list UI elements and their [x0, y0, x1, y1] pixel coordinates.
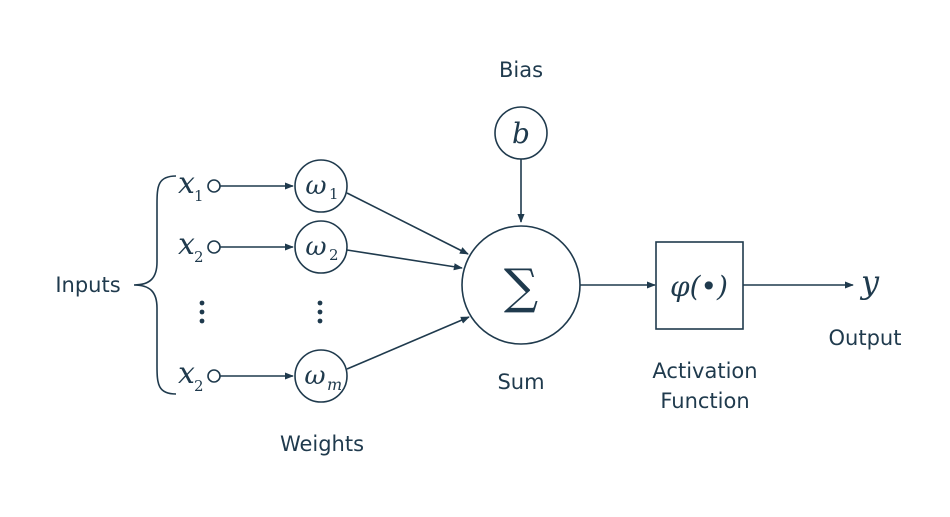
- weight-subscript: 1: [329, 185, 339, 203]
- activation-label-line1: Activation: [652, 359, 757, 383]
- input-subscript: 1: [194, 187, 204, 205]
- input-row-m: x 2: [178, 356, 294, 395]
- weight-to-sum-arrow-1: [346, 192, 469, 255]
- input-terminal: [207, 240, 221, 254]
- weight-var: ω: [305, 171, 326, 201]
- weight-to-sum-arrow-2: [346, 249, 463, 271]
- weights-label: Weights: [280, 432, 364, 456]
- inputs-brace: [133, 175, 177, 395]
- weight-var: ω: [304, 361, 325, 391]
- input-terminal: [207, 179, 221, 193]
- sum-label: Sum: [497, 370, 544, 394]
- input-var: x: [178, 166, 195, 201]
- bias-symbol: b: [512, 117, 530, 150]
- activation-box: [655, 241, 744, 330]
- weight-node-m: ω m: [294, 349, 348, 403]
- input-subscript: 2: [194, 248, 204, 266]
- inputs-label: Inputs: [55, 273, 120, 297]
- activation-label-line2: Function: [660, 389, 749, 413]
- input-row-1: x 1: [178, 166, 294, 205]
- input-subscript: 2: [194, 377, 204, 395]
- inputs-ellipsis: [199, 300, 205, 324]
- weight-node-1: ω 1: [294, 159, 348, 213]
- weight-node-2: ω 2: [294, 220, 348, 274]
- sum-symbol: ∑: [504, 259, 538, 315]
- input-row-2: x 2: [178, 227, 294, 266]
- output-label: Output: [829, 326, 902, 350]
- output-symbol: y: [859, 263, 880, 301]
- bias-label: Bias: [499, 58, 543, 82]
- input-terminal: [207, 369, 221, 383]
- activation-symbol: φ(•): [670, 270, 728, 303]
- weight-subscript: m: [327, 375, 342, 394]
- weight-subscript: 2: [329, 246, 339, 264]
- weights-ellipsis: [317, 300, 323, 324]
- weight-var: ω: [305, 232, 326, 262]
- input-var: x: [178, 227, 195, 262]
- weight-to-sum-arrow-m: [346, 316, 470, 370]
- input-var: x: [178, 356, 195, 391]
